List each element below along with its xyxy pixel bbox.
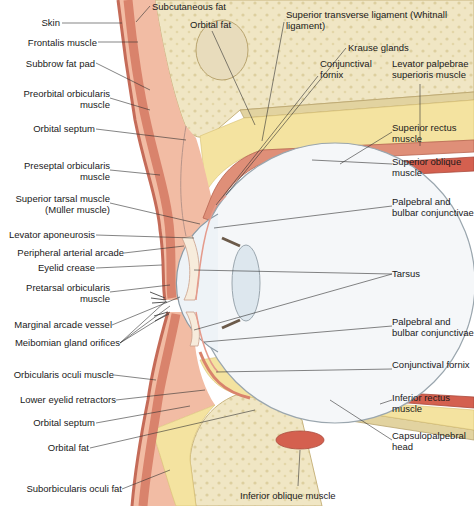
part-label: Orbital fat bbox=[0, 442, 89, 453]
part-label: Preorbital orbicularis muscle bbox=[0, 88, 110, 110]
part-label: Orbital fat bbox=[190, 19, 260, 30]
skin-line bbox=[132, 312, 168, 506]
part-label: Levator aponeurosis bbox=[0, 229, 95, 240]
part-label: Superior tarsal muscle (Müller muscle) bbox=[0, 193, 110, 215]
suborbicularis-fat bbox=[152, 405, 215, 506]
part-label: Subcutaneous fat bbox=[152, 1, 242, 12]
part-label: Conjunctival fornix bbox=[320, 58, 382, 80]
part-label: Superior transverse ligament (Whitnall l… bbox=[286, 9, 456, 31]
part-label: Frontalis muscle bbox=[0, 37, 97, 48]
part-label: Krause glands bbox=[348, 42, 438, 53]
inferior-oblique bbox=[276, 431, 324, 449]
part-label: Marginal arcade vessel bbox=[0, 319, 112, 330]
eyelashes bbox=[150, 292, 169, 321]
part-label: Capsulopalpebral head bbox=[392, 430, 474, 452]
part-label: Orbital septum bbox=[0, 123, 95, 134]
upper-lid-tissue bbox=[118, 0, 212, 300]
globe bbox=[195, 143, 474, 423]
part-label: Inferior oblique muscle bbox=[240, 490, 380, 501]
part-label: Palpebral and bulbar conjunctivae bbox=[392, 316, 474, 338]
part-label: Meibomian gland orifices bbox=[0, 337, 120, 348]
part-label: Lower eyelid retractors bbox=[0, 394, 116, 405]
part-label: Eyelid crease bbox=[0, 262, 95, 273]
part-label: Orbicularis oculi muscle bbox=[0, 369, 114, 380]
part-label: Skin bbox=[0, 17, 60, 28]
part-label: Levator palpebrae superioris muscle bbox=[392, 58, 474, 80]
skin-line bbox=[118, 0, 165, 300]
part-label: Tarsus bbox=[392, 268, 474, 279]
part-label: Conjunctival fornix bbox=[392, 359, 474, 370]
part-label: Superior rectus muscle bbox=[392, 122, 474, 144]
part-label: Orbital septum bbox=[0, 417, 95, 428]
lens bbox=[232, 245, 260, 321]
part-label: Palpebral and bulbar conjunctivae bbox=[392, 196, 474, 218]
orbicularis-muscle bbox=[128, 0, 172, 298]
part-label: Inferior rectus muscle bbox=[392, 392, 474, 414]
conjunctiva bbox=[196, 196, 226, 372]
part-label: Subbrow fat pad bbox=[0, 58, 95, 69]
part-label: Preseptal orbicularis muscle bbox=[0, 160, 110, 182]
part-label: Suborbicularis oculi fat bbox=[0, 483, 122, 494]
part-label: Peripheral arterial arcade bbox=[0, 247, 124, 258]
part-label: Superior oblique muscle bbox=[392, 156, 474, 178]
part-label: Pretarsal orbicularis muscle bbox=[0, 282, 110, 304]
